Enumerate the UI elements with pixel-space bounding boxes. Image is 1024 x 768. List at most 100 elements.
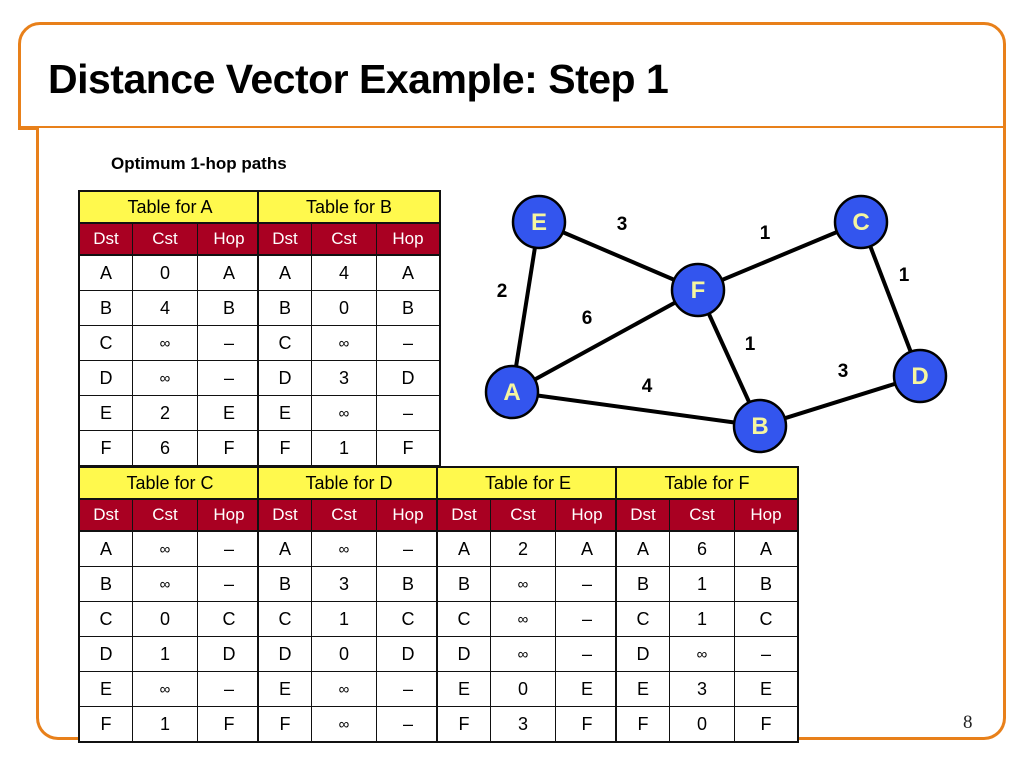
graph-node-e[interactable] (511, 194, 567, 250)
column-header-cst: Cst (311, 222, 377, 256)
table-caption-row: Table for F (615, 466, 799, 500)
cell-hop: F (197, 430, 262, 467)
graph-node-c[interactable] (833, 194, 889, 250)
edge-weight-a-b: 4 (642, 376, 653, 397)
cell-hop: C (376, 601, 441, 637)
graph-node-f[interactable] (670, 262, 726, 318)
page-number: 8 (963, 712, 973, 733)
column-header-hop: Hop (197, 222, 262, 256)
cell-cst: 3 (311, 360, 377, 396)
cell-cst: 6 (132, 430, 198, 467)
cell-dst: A (615, 530, 670, 567)
cell-cst: 3 (669, 671, 735, 707)
column-header-cst: Cst (132, 222, 198, 256)
table-caption: Table for C (78, 466, 262, 500)
cell-hop: F (197, 706, 262, 743)
cell-hop: E (734, 671, 799, 707)
cell-cst: 0 (311, 290, 377, 326)
cell-hop: – (555, 636, 620, 672)
cell-dst: F (257, 706, 312, 743)
column-header-hop: Hop (734, 498, 799, 532)
page-title: Distance Vector Example: Step 1 (48, 56, 669, 102)
cell-dst: E (615, 671, 670, 707)
table-row: A∞– (78, 530, 262, 567)
table-caption-row: Table for B (257, 190, 441, 224)
cell-hop: F (376, 430, 441, 467)
graph-edge-a-e (510, 220, 541, 394)
table-row: B∞– (436, 566, 620, 602)
cell-dst: C (257, 601, 312, 637)
column-header-hop: Hop (376, 498, 441, 532)
cell-cst: 4 (132, 290, 198, 326)
cell-cst: ∞ (311, 395, 377, 431)
cell-dst: B (78, 290, 133, 326)
table-caption: Table for D (257, 466, 441, 500)
cell-cst: 3 (311, 566, 377, 602)
cell-hop: A (555, 530, 620, 567)
column-header-dst: Dst (257, 498, 312, 532)
edge-weight-e-f: 3 (617, 214, 628, 235)
cell-dst: A (78, 254, 133, 291)
table-row: D∞– (615, 636, 799, 672)
table-caption: Table for F (615, 466, 799, 500)
cell-hop: – (376, 671, 441, 707)
table-row: D∞– (78, 360, 262, 396)
graph-node-label-b: B (751, 413, 768, 440)
graph-node-label-d: D (911, 363, 928, 390)
cell-dst: B (615, 566, 670, 602)
table-row: B∞– (78, 566, 262, 602)
cell-hop: – (376, 706, 441, 743)
cell-dst: B (257, 290, 312, 326)
table-row: C∞– (436, 601, 620, 637)
cell-cst: ∞ (311, 325, 377, 361)
graph-node-a[interactable] (484, 364, 540, 420)
table-caption-row: Table for A (78, 190, 262, 224)
cell-dst: E (436, 671, 491, 707)
cell-hop: – (734, 636, 799, 672)
graph-edge-layer (510, 220, 922, 428)
cell-hop: A (734, 530, 799, 567)
table-caption: Table for E (436, 466, 620, 500)
graph-node-d[interactable] (892, 348, 948, 404)
cell-hop: C (734, 601, 799, 637)
cell-cst: 1 (132, 706, 198, 743)
table-row: E∞– (78, 671, 262, 707)
table-caption: Table for A (78, 190, 262, 224)
graph-edge-a-f (510, 288, 700, 394)
table-row: E∞– (257, 395, 441, 431)
cell-cst: 0 (132, 601, 198, 637)
cell-cst: ∞ (490, 636, 556, 672)
cell-dst: D (78, 636, 133, 672)
column-header-hop: Hop (555, 498, 620, 532)
cell-cst: 1 (669, 566, 735, 602)
cell-cst: 1 (669, 601, 735, 637)
cell-hop: – (197, 566, 262, 602)
cell-dst: D (257, 360, 312, 396)
cell-cst: ∞ (311, 671, 377, 707)
cell-hop: D (197, 636, 262, 672)
cell-dst: F (78, 430, 133, 467)
graph-node-label-c: C (852, 209, 869, 236)
graph-node-label-a: A (503, 379, 520, 406)
cell-dst: F (436, 706, 491, 743)
table-row: A∞– (257, 530, 441, 567)
cell-hop: D (376, 636, 441, 672)
cell-dst: F (257, 430, 312, 467)
cell-cst: 1 (132, 636, 198, 672)
edge-weight-c-d: 1 (899, 265, 910, 286)
cell-dst: E (257, 395, 312, 431)
graph-node-b[interactable] (732, 398, 788, 454)
edge-weight-f-c: 1 (760, 223, 771, 244)
